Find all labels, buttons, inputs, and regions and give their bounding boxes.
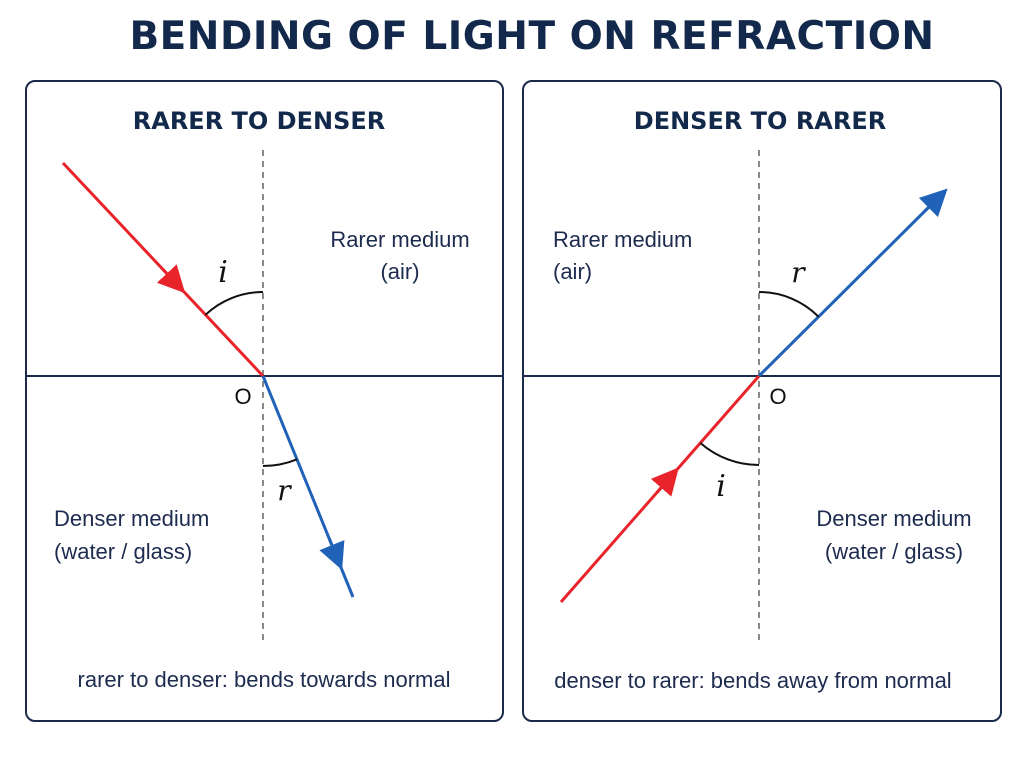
left-upper-medium-line1: Rarer medium <box>330 227 469 252</box>
right-point-o-label: O <box>769 384 786 409</box>
right-lower-medium-line2: (water / glass) <box>825 539 963 564</box>
left-point-o-label: O <box>234 384 251 409</box>
right-incident-arrowhead <box>650 467 679 497</box>
right-refracted-ray <box>757 191 945 378</box>
left-lower-medium-line1: Denser medium <box>54 506 209 531</box>
left-angle-i-arc <box>204 291 264 316</box>
left-refracted-arrowhead <box>319 537 345 571</box>
left-caption: rarer to denser: bends towards normal <box>78 667 451 692</box>
right-angle-r-arc <box>758 291 820 318</box>
left-lower-medium-line2: (water / glass) <box>54 539 192 564</box>
right-angle-i-label: i <box>716 469 726 504</box>
left-angle-r-arc <box>262 458 298 467</box>
right-diagram: DENSER TO RARER r i O Rarer medium (air)… <box>523 107 1001 693</box>
left-angle-i-label: i <box>218 255 228 290</box>
right-caption: denser to rarer: bends away from normal <box>554 668 951 693</box>
right-upper-medium-line1: Rarer medium <box>553 227 692 252</box>
right-lower-medium-line1: Denser medium <box>816 506 971 531</box>
right-panel-heading: DENSER TO RARER <box>634 107 886 135</box>
right-angle-i-arc <box>699 442 760 466</box>
right-angle-r-label: r <box>791 256 806 289</box>
left-panel <box>25 80 504 722</box>
right-refracted-arrowhead-shaft <box>918 188 948 218</box>
left-diagram: RARER TO DENSER i r O Rarer medium (air)… <box>26 107 503 692</box>
right-upper-medium-line2: (air) <box>553 259 592 284</box>
left-angle-r-label: r <box>277 474 292 507</box>
right-panel <box>522 80 1002 722</box>
left-incident-arrowhead <box>156 264 186 294</box>
main-title: BENDING OF LIGHT ON REFRACTION <box>129 14 935 59</box>
left-panel-heading: RARER TO DENSER <box>133 107 385 135</box>
left-upper-medium-line2: (air) <box>380 259 419 284</box>
